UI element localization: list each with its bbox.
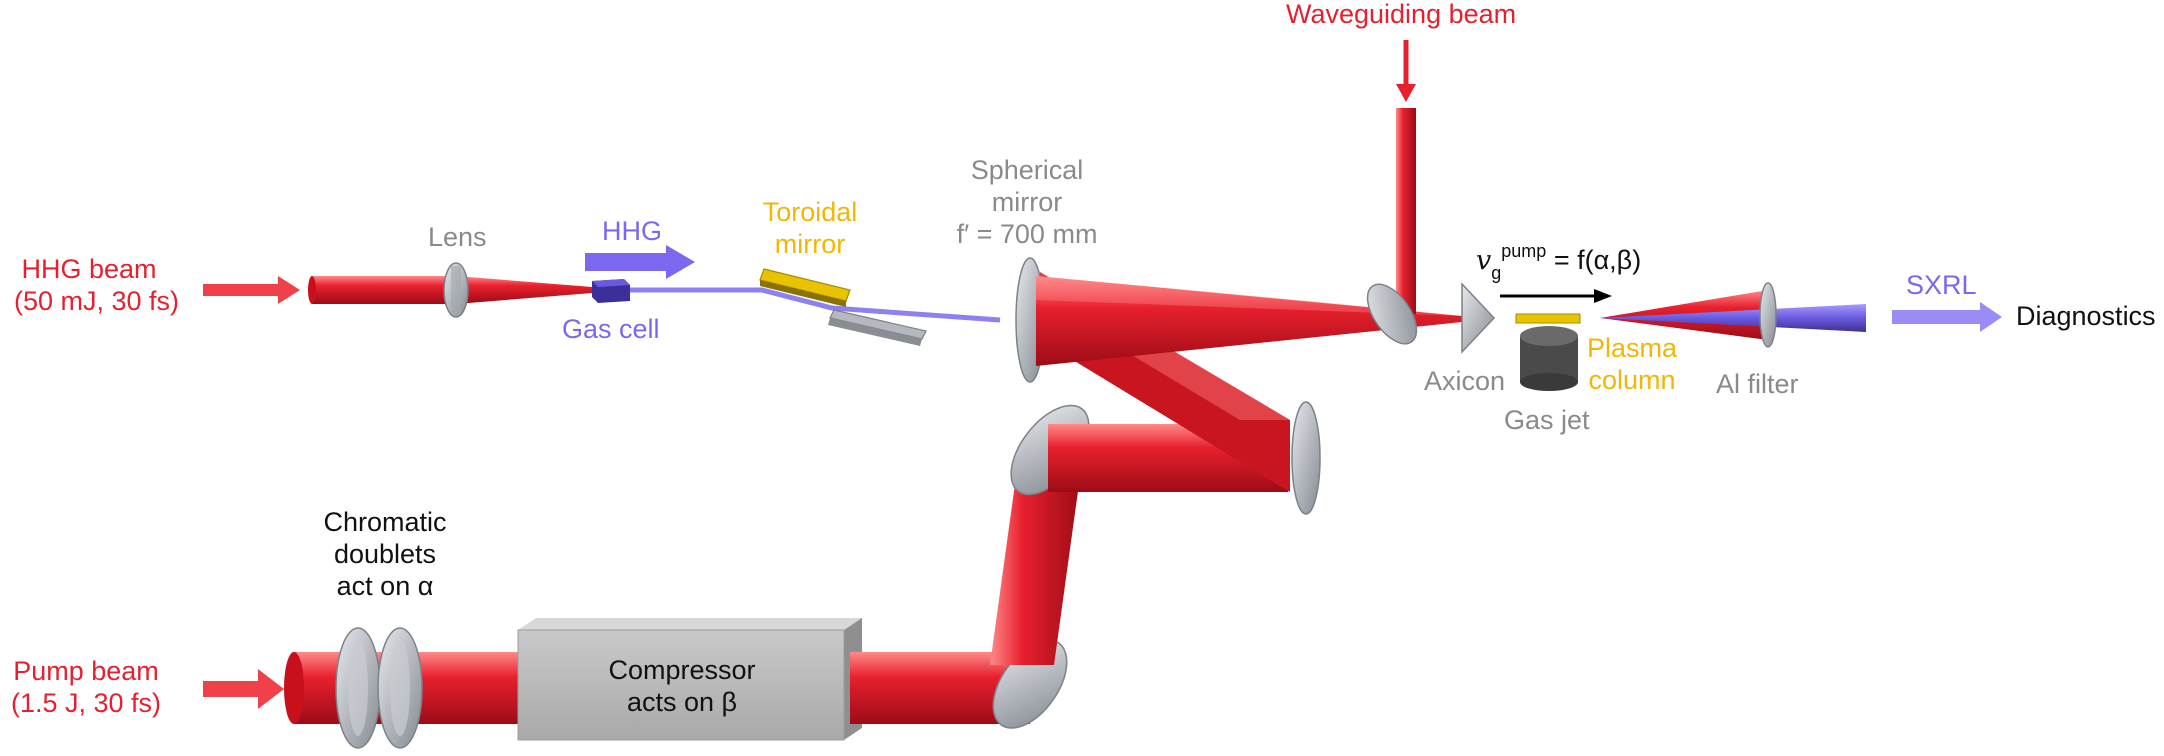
combining-mirror <box>1366 283 1418 345</box>
toroidal-mirror-label-line1: Toroidal <box>762 197 858 227</box>
hhg-label: HHG <box>602 216 662 246</box>
plasma-column-label: Plasma column <box>1572 332 1692 396</box>
chromatic-doublets-label-line1: Chromatic <box>323 507 447 537</box>
axicon-label: Axicon <box>1424 366 1506 396</box>
spherical-mirror-label: Spherical mirror f′ = 700 mm <box>932 154 1122 250</box>
spherical-mirror-label-line1: Spherical <box>970 155 1084 185</box>
chromatic-doublets-label: Chromatic doublets act on α <box>300 506 470 602</box>
velocity-arrow <box>1594 289 1612 303</box>
toroidal-mirror-label-line2: mirror <box>774 229 846 259</box>
sxrl-output-arrow <box>1892 302 2002 332</box>
plasma-column-label-line2: column <box>1588 365 1676 395</box>
waveguiding-beam-label: Waveguiding beam <box>1286 0 1517 29</box>
diagnostics-label: Diagnostics <box>2016 301 2156 331</box>
hhg-beam-end <box>308 276 316 304</box>
waveguiding-arrow <box>1396 84 1416 102</box>
spherical-mirror-label-line2: mirror <box>991 187 1063 217</box>
chromatic-doublets-label-line2: doublets <box>333 539 437 569</box>
pump-beam-label-line2: (1.5 J, 30 fs) <box>10 688 162 718</box>
spherical-mirror-label-line3: f′ = 700 mm <box>956 219 1098 249</box>
axicon-optic <box>1461 282 1496 354</box>
plasma-column-label-line1: Plasma <box>1586 333 1678 363</box>
output-xray-beam <box>1600 304 1866 332</box>
chromatic-doublets-label-line3: act on α <box>336 571 434 601</box>
group-velocity-symbol: v <box>1476 245 1492 276</box>
hhg-beam-label-line2: (50 mJ, 30 fs) <box>14 286 180 316</box>
compressor-box <box>517 629 845 741</box>
hhg-input-arrow <box>203 276 300 304</box>
plasma-column-optic <box>1515 313 1581 324</box>
compressor-label: Compressor acts on β <box>532 654 832 718</box>
hhg-beam-label-line1: HHG beam <box>21 254 157 284</box>
group-velocity-subscript: g <box>1491 263 1502 283</box>
hhg-beam-label: HHG beam (50 mJ, 30 fs) <box>14 253 180 317</box>
lens-label: Lens <box>428 222 487 252</box>
pump-input-arrow <box>203 669 284 709</box>
sxrl-label: SXRL <box>1906 270 1977 300</box>
al-filter-optic <box>1759 282 1777 348</box>
group-velocity-superscript: pump <box>1501 241 1547 261</box>
hhg-direction-arrow <box>585 245 695 279</box>
hhg-xray-path <box>630 287 1001 323</box>
compressor-label-line2: acts on β <box>626 687 738 717</box>
waveguiding-beam-tube <box>1396 108 1416 314</box>
al-filter-label: Al filter <box>1716 369 1799 399</box>
toroidal-mirror-label: Toroidal mirror <box>740 196 880 260</box>
group-velocity-label: vgpump = f(α,β) <box>1476 241 1642 283</box>
group-velocity-expression: = f(α,β) <box>1546 245 1642 275</box>
gas-cell-label: Gas cell <box>562 314 660 344</box>
compressor-label-line1: Compressor <box>608 655 756 685</box>
pump-beam-rising <box>990 462 1082 665</box>
pump-beam-focusing <box>1036 276 1462 366</box>
gas-jet-label: Gas jet <box>1504 405 1590 435</box>
pump-beam-label: Pump beam (1.5 J, 30 fs) <box>6 655 166 719</box>
pump-beam-label-line1: Pump beam <box>13 656 159 686</box>
folding-mirror <box>1291 401 1321 515</box>
